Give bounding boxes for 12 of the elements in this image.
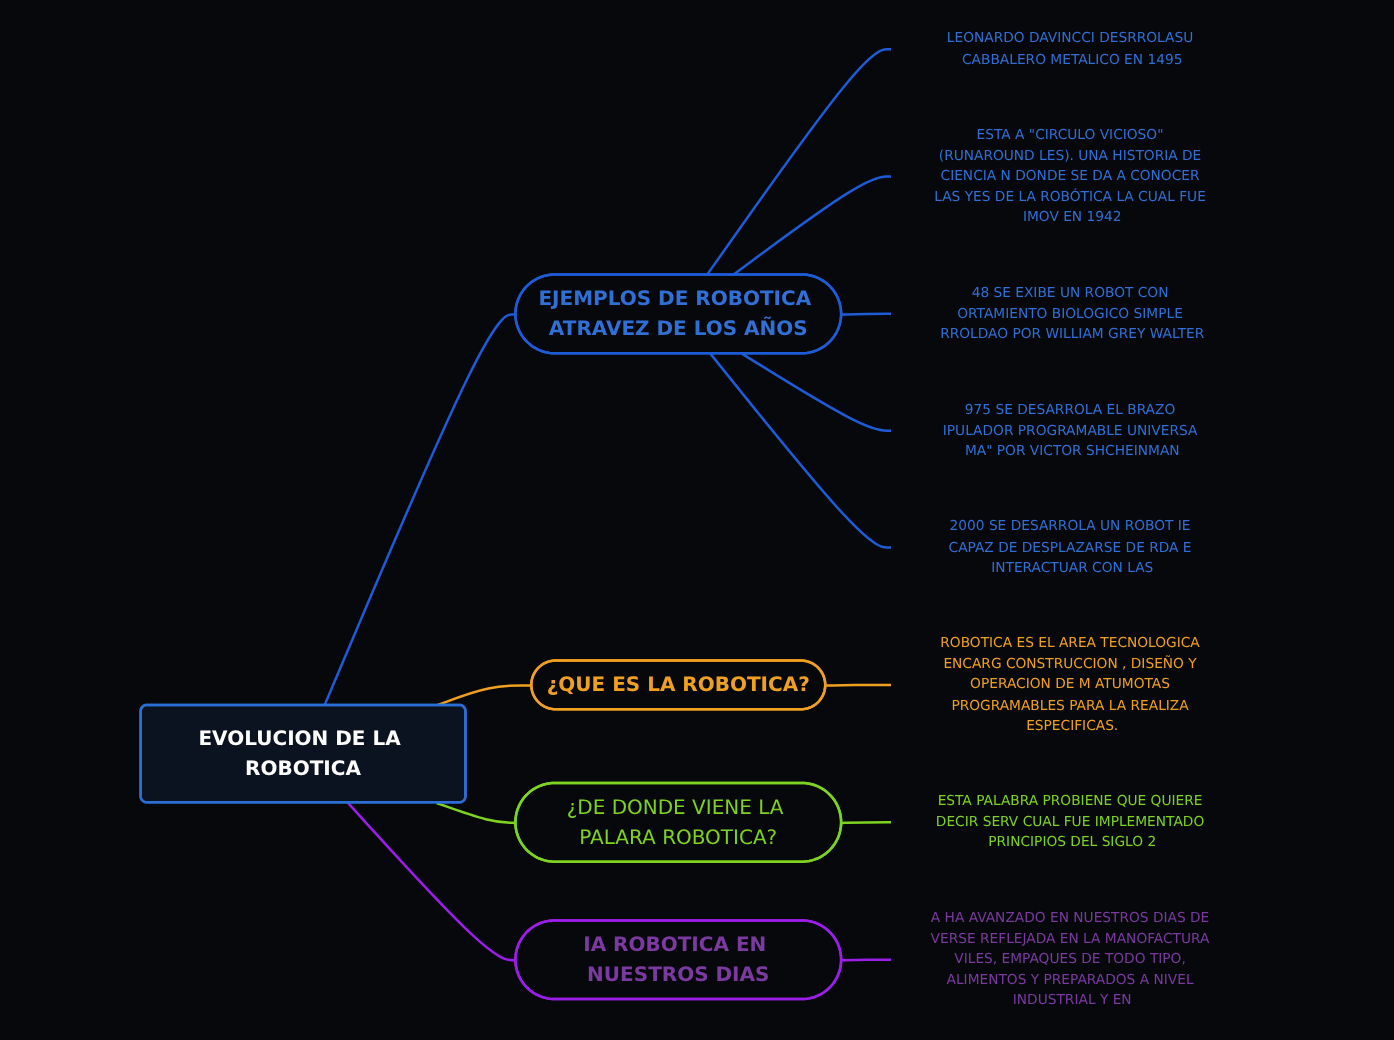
connector [841,821,892,825]
connector [731,175,892,277]
connector [709,353,892,549]
connector [436,801,517,825]
connector [825,683,892,687]
connector [347,802,517,962]
connector [323,313,517,706]
connector [741,352,892,432]
connector [436,684,532,707]
connector [841,958,892,962]
connector [841,312,892,316]
connector [705,48,892,276]
